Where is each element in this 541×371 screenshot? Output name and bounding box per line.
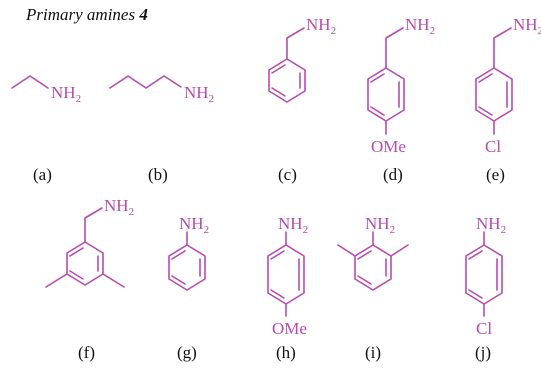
compound-d: NH2 OMe (d) (367, 15, 435, 184)
compound-a-amino-group: NH2 (51, 83, 81, 105)
compound-c-amino-group: NH2 (306, 15, 336, 37)
compound-a-chain (11, 75, 49, 89)
compound-c-ring (268, 58, 306, 103)
compound-a: NH2 (a) (11, 75, 81, 184)
compound-e-substituent: Cl (485, 137, 501, 156)
compound-i-amino-group: NH2 (365, 214, 395, 236)
compound-b-amino-group: NH2 (184, 83, 214, 105)
compound-f-ring (66, 241, 104, 286)
compound-e: NH2 Cl (e) (475, 15, 541, 184)
compound-d-amino-group: NH2 (405, 15, 435, 37)
compound-g: NH2 (g) (168, 214, 209, 362)
compound-h-amino-group: NH2 (278, 214, 308, 236)
compound-e-amino-group: NH2 (513, 15, 541, 37)
compound-g-ring (168, 244, 206, 291)
compound-e-ch2-bond (493, 27, 512, 69)
compound-d-ch2-bond (385, 27, 404, 69)
compound-b: NH2 (b) (109, 75, 214, 184)
compound-f-ch2-bond (84, 207, 103, 243)
compound-i-methyl-right (390, 244, 409, 257)
compound-f-methyl-left (45, 273, 68, 288)
compound-h: NH2 OMe (h) (267, 214, 308, 362)
compound-f: NH2 (f) (45, 196, 134, 362)
compound-g-label: (g) (177, 343, 197, 362)
compound-a-label: (a) (33, 165, 52, 184)
compound-j: NH2 Cl (j) (465, 214, 506, 362)
compound-c-label: (c) (278, 165, 297, 184)
compound-c: NH2 (c) (268, 15, 336, 184)
compound-g-amino-group: NH2 (179, 214, 209, 236)
compound-e-label: (e) (486, 165, 505, 184)
compound-b-chain (109, 75, 182, 89)
figure-title-number: 4 (138, 5, 148, 24)
compound-f-amino-group: NH2 (104, 196, 134, 218)
figure-title-text: Primary amines (25, 5, 135, 24)
compound-j-substituent: Cl (476, 319, 492, 338)
compound-i-label: (i) (365, 343, 381, 362)
compound-i-methyl-left (337, 244, 356, 257)
compound-j-amino-group: NH2 (476, 214, 506, 236)
compound-c-ch2-bond (286, 27, 305, 60)
compound-b-label: (b) (148, 165, 168, 184)
compound-h-substituent: OMe (272, 319, 307, 338)
compound-f-methyl-right (102, 273, 125, 288)
compound-d-substituent: OMe (371, 137, 406, 156)
compound-i: NH2 (i) (337, 214, 409, 362)
compound-d-label: (d) (383, 165, 403, 184)
figure-title: Primary amines 4 (25, 5, 148, 24)
compound-j-label: (j) (475, 343, 491, 362)
compound-f-label: (f) (78, 343, 95, 362)
compound-h-label: (h) (276, 343, 296, 362)
